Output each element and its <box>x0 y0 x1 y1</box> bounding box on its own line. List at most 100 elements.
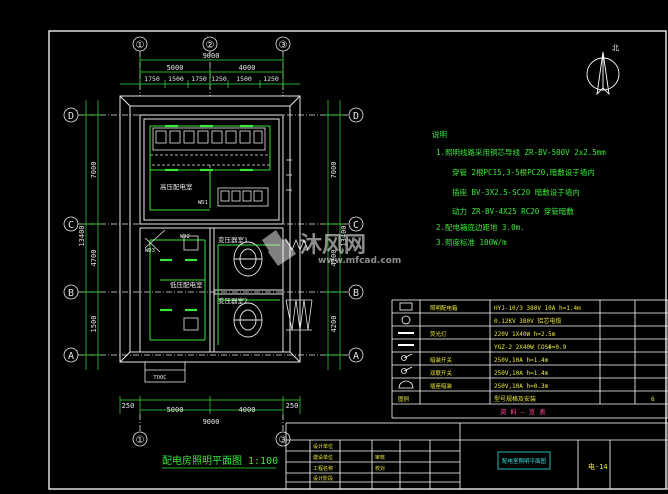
entrance-door <box>144 361 186 383</box>
axis-A-right: A <box>353 351 359 362</box>
drawing-number: 电-14 <box>588 462 608 471</box>
axis-1-bottom: ① <box>136 435 145 446</box>
title-block-rows: 设计单位 建设单位 工程名称 设计阶段 审核 校对 <box>313 443 385 482</box>
dim-bottom-total: 9000 <box>203 418 220 426</box>
double-switch-icon <box>401 368 407 374</box>
notes-line-1: 1.照明线路采用铜芯导线 ZR-BV-500V 2x2.5mm <box>436 147 606 157</box>
legend-spec-6: 250V,10A h=0.3m <box>494 383 549 390</box>
legend-spec-3: YGZ-2 2X40W COSΦ=0.9 <box>494 344 567 351</box>
label-lv-room: 低压配电室 <box>170 280 203 289</box>
dim-seg-2: 1500 <box>168 75 184 83</box>
lv-switchgear-row <box>217 187 269 207</box>
north-label: 北 <box>612 44 619 52</box>
dim-right-total: 13400 <box>340 225 348 246</box>
axis-D-left: D <box>68 111 74 122</box>
dim-top-right: 4000 <box>239 64 256 72</box>
dim-right-seg-3: 4200 <box>330 316 338 333</box>
axis-D-right: D <box>353 111 359 122</box>
notes-line-1c: 插座 BV-3X2.5-SC20 暗敷设于墙内 <box>452 187 580 197</box>
tb-row-3: 设计阶段 <box>313 475 333 482</box>
label-transformer-2: 变压器室2 <box>218 296 248 305</box>
dim-bottom-margin-left: 250 <box>122 402 135 410</box>
notes-line-1d: 动力 ZR-BV-4X25 RC20 穿管暗敷 <box>452 206 574 216</box>
axis-B-right: B <box>353 288 359 299</box>
watermark: 沐风网 www.mfcad.com <box>262 230 401 266</box>
dim-left-seg-3: 1500 <box>90 316 98 333</box>
distribution-box-icon <box>399 302 413 311</box>
dim-top-total: 9000 <box>203 52 220 60</box>
hv-switchgear-row <box>152 127 266 151</box>
legend-table <box>391 299 668 419</box>
tag-wd1: WD1 <box>198 200 208 206</box>
notes-line-1b: 穿管 2根PC15,3-5根PC20,暗敷设于墙内 <box>452 167 595 177</box>
legend-name-0: 照明配电箱 <box>430 304 458 312</box>
door-tag: TOOC <box>153 375 166 381</box>
tb-row-0: 设计单位 <box>313 443 333 450</box>
axis-C-left: C <box>68 220 74 231</box>
axis-1-top: ① <box>136 40 145 51</box>
fluorescent-lamps <box>160 124 253 312</box>
dim-bottom-margin-right: 250 <box>286 402 299 410</box>
axis-3-top: ③ <box>279 40 288 51</box>
legend-name-7: 图例 <box>398 395 410 403</box>
tag-wd2: WD2 <box>180 234 190 240</box>
transformer-1 <box>233 241 263 277</box>
axis-C-right: C <box>353 220 359 231</box>
north-arrow-icon <box>586 51 620 96</box>
notes-title: 说明 <box>432 129 447 139</box>
dim-bottom-right: 4000 <box>239 406 256 414</box>
axis-A-left: A <box>68 351 74 362</box>
legend-name-6: 插座暗装 <box>430 382 453 390</box>
dim-left-seg-2: 4700 <box>90 250 98 267</box>
side-dimension-lines <box>82 100 344 370</box>
dim-seg-4: 1250 <box>211 75 227 83</box>
drawing-name: 配电室照明平面图 <box>502 457 547 465</box>
notes-line-2: 2.配电箱底边距地 3.0m. <box>436 222 525 232</box>
tb-row-5: 校对 <box>375 465 385 472</box>
dim-top-segments: 1750 1500 1750 1250 1500 1250 <box>144 75 279 83</box>
dim-top-left: 5000 <box>167 64 184 72</box>
transformer-2 <box>233 302 263 338</box>
legend-spec-4: 250V,10A h=1.4m <box>494 357 549 364</box>
dim-left-total: 13400 <box>78 225 86 246</box>
tb-row-4: 审核 <box>375 454 385 461</box>
legend-col-count: 6 <box>651 396 655 403</box>
watermark-logo-icon <box>262 230 296 266</box>
notes-line-3: 3.照度标准 100W/m <box>436 237 507 247</box>
label-transformer-1: 变压器室1 <box>218 235 248 244</box>
axis-B-left: B <box>68 288 74 299</box>
tag-wd3: WD3 <box>145 248 155 254</box>
dim-seg-6: 1250 <box>263 75 279 83</box>
dim-right-seg-1: 7000 <box>330 162 338 179</box>
legend-rows: 照明配电箱 HYJ-10/3 380V 10A h=1.4m 0.12KV 38… <box>398 304 655 416</box>
legend-name-5: 双联开关 <box>430 369 453 377</box>
louvres <box>285 159 313 331</box>
building-walls <box>119 95 301 363</box>
dim-seg-3: 1750 <box>191 75 207 83</box>
switch-icon <box>401 355 407 361</box>
axis-2-top: ② <box>206 40 215 51</box>
legend-spec-7: 型号规格及安装 <box>494 395 536 403</box>
legend-spec-2: 220V 1X40W h=2.5m <box>494 331 556 338</box>
legend-spec-0: HYJ-10/3 380V 10A h=1.4m <box>494 305 581 312</box>
legend-name-4: 暗装开关 <box>430 356 453 364</box>
design-notes: 说明 1.照明线路采用铜芯导线 ZR-BV-500V 2x2.5mm 穿管 2根… <box>432 129 606 247</box>
legend-symbols <box>398 302 414 389</box>
lamp-icon <box>401 315 411 325</box>
legend-spec-1: 0.12KV 380V 铝芯电缆 <box>494 317 561 325</box>
legend-name-2: 荧光灯 <box>430 330 447 338</box>
bottom-dimension-lines <box>119 396 301 414</box>
dim-right-seg-2: 4700 <box>330 250 338 267</box>
column-axes-bottom <box>132 414 291 447</box>
tb-row-1: 建设单位 <box>313 454 333 461</box>
watermark-url: www.mfcad.com <box>318 256 401 266</box>
dim-bottom-left: 5000 <box>167 406 184 414</box>
dim-seg-5: 1500 <box>236 75 252 83</box>
legend-spec-5: 250V,10A h=1.4m <box>494 370 549 377</box>
dim-seg-1: 1750 <box>144 75 160 83</box>
legend-footer: 资 料 — 览 表 <box>500 407 546 416</box>
watermark-logo-text: 沐风网 <box>300 233 366 258</box>
axis-3-bottom: ③ <box>279 435 288 446</box>
dim-left-seg-1: 7000 <box>90 162 98 179</box>
